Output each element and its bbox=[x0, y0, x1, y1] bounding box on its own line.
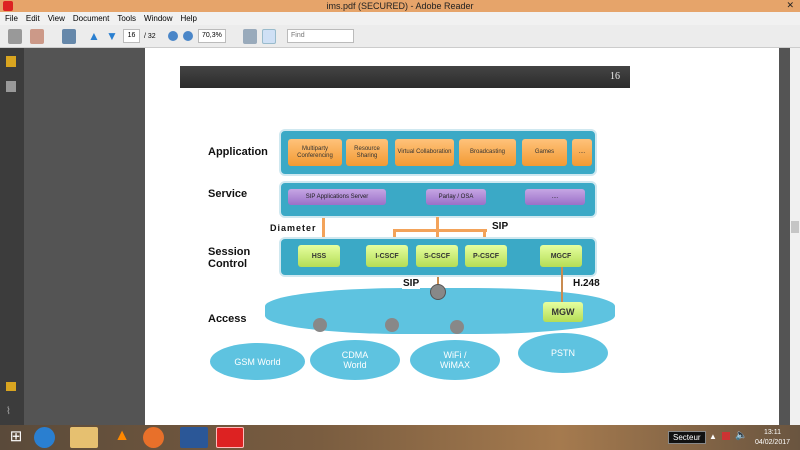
attachment-icon[interactable]: ⌇ bbox=[6, 406, 11, 417]
file-explorer-icon[interactable] bbox=[70, 427, 98, 448]
menu-tools[interactable]: Tools bbox=[117, 14, 137, 23]
fit-width-icon[interactable] bbox=[243, 29, 257, 44]
router-icon bbox=[430, 284, 446, 300]
zoom-out-icon[interactable] bbox=[168, 31, 178, 41]
sip-bottom-label: SIP bbox=[402, 278, 421, 289]
app-virtual-collaboration: Virtual Collaboration bbox=[395, 139, 454, 166]
vlc-icon[interactable]: ▲ bbox=[114, 427, 130, 444]
page-total: / 32 bbox=[144, 33, 156, 40]
zoom-in-icon[interactable] bbox=[183, 31, 193, 41]
network-wifi: WiFi / WiMAX bbox=[410, 340, 500, 380]
page-number-input[interactable]: 16 bbox=[123, 29, 140, 43]
firefox-icon[interactable] bbox=[143, 427, 164, 448]
app-broadcasting: Broadcasting bbox=[459, 139, 516, 166]
find-input[interactable]: Find bbox=[287, 29, 354, 43]
h248-label: H.248 bbox=[572, 278, 601, 289]
volume-icon[interactable]: 🔈 bbox=[735, 430, 748, 441]
sip-access-link bbox=[437, 277, 439, 289]
menu-help[interactable]: Help bbox=[180, 14, 197, 23]
clock[interactable]: 13:11 04/02/2017 bbox=[750, 428, 795, 448]
slide-header: 16 bbox=[180, 66, 630, 88]
app-multiparty-conferencing: Multiparty Conferencing bbox=[288, 139, 342, 166]
sip-top-label: SIP bbox=[492, 221, 509, 232]
print-icon[interactable] bbox=[8, 29, 22, 44]
slide-page-number: 16 bbox=[610, 71, 620, 82]
network-cdma: CDMA World bbox=[310, 340, 400, 380]
menu-edit[interactable]: Edit bbox=[25, 14, 40, 23]
app-more: .... bbox=[572, 139, 592, 166]
lock-icon[interactable] bbox=[6, 56, 16, 67]
next-page-icon[interactable]: ▼ bbox=[106, 29, 118, 43]
menu-file[interactable]: File bbox=[5, 14, 18, 23]
diameter-label: Diameter bbox=[270, 223, 317, 233]
vertical-scrollbar[interactable] bbox=[790, 48, 800, 425]
layer-label-service: Service bbox=[208, 188, 248, 200]
comment-icon[interactable] bbox=[6, 382, 16, 391]
router-icon bbox=[313, 318, 327, 332]
service-more: .... bbox=[525, 189, 585, 205]
sip-link-scscf bbox=[436, 217, 439, 245]
word-icon[interactable] bbox=[180, 427, 208, 448]
node-mgw: MGW bbox=[543, 302, 583, 322]
share-icon[interactable] bbox=[30, 29, 44, 44]
navigation-pane: ⌇ bbox=[0, 48, 24, 425]
window-title: ims.pdf (SECURED) - Adobe Reader bbox=[326, 1, 474, 11]
app-resource-sharing: Resource Sharing bbox=[346, 139, 388, 166]
fit-page-icon[interactable] bbox=[262, 29, 276, 44]
node-pcscf: P-CSCF bbox=[465, 245, 507, 267]
network-gsm-label: GSM World bbox=[234, 356, 281, 367]
app-games: Games bbox=[522, 139, 567, 166]
adobe-reader-icon bbox=[3, 1, 13, 11]
pages-icon[interactable] bbox=[6, 81, 16, 92]
menu-bar: File Edit View Document Tools Window Help bbox=[0, 12, 800, 25]
sip-bus bbox=[393, 229, 487, 232]
collaborate-icon[interactable] bbox=[62, 29, 76, 44]
previous-page-icon[interactable]: ▲ bbox=[88, 29, 100, 43]
clock-time: 13:11 bbox=[764, 429, 781, 436]
close-icon[interactable]: ✕ bbox=[786, 0, 794, 10]
layer-label-access: Access bbox=[208, 313, 247, 325]
scrollbar-thumb[interactable] bbox=[791, 221, 799, 233]
network-gsm: GSM World bbox=[210, 343, 305, 380]
h248-link bbox=[561, 267, 563, 303]
node-hss: HSS bbox=[298, 245, 340, 267]
network-pstn-label: PSTN bbox=[550, 348, 575, 358]
taskbar: ⊞ ▲ Secteur ▲ 🔈 13:11 04/02/2017 bbox=[0, 425, 800, 450]
menu-window[interactable]: Window bbox=[144, 14, 173, 23]
network-icon[interactable] bbox=[722, 432, 730, 440]
clock-date: 04/02/2017 bbox=[754, 439, 791, 446]
network-pstn: PSTN bbox=[518, 333, 608, 373]
layer-label-session: Session Control bbox=[208, 246, 251, 270]
adobe-reader-taskbar-icon[interactable] bbox=[216, 427, 244, 448]
router-icon bbox=[385, 318, 399, 332]
title-bar: ims.pdf (SECURED) - Adobe Reader ✕ bbox=[0, 0, 800, 12]
node-icscf: I-CSCF bbox=[366, 245, 408, 267]
diameter-link bbox=[322, 218, 325, 245]
toolbar: ▲ ▼ 16 / 32 70,3% Find bbox=[0, 25, 800, 48]
zoom-input[interactable]: 70,3% bbox=[198, 29, 226, 43]
layer-label-application: Application bbox=[208, 146, 268, 158]
node-scscf: S-CSCF bbox=[416, 245, 458, 267]
internet-explorer-icon[interactable] bbox=[34, 427, 55, 448]
power-tooltip: Secteur bbox=[668, 431, 706, 444]
network-cdma-label: CDMA World bbox=[341, 350, 369, 370]
service-parlay-osa: Parlay / OSA bbox=[426, 189, 486, 205]
network-wifi-label: WiFi / WiMAX bbox=[440, 350, 470, 370]
menu-document[interactable]: Document bbox=[72, 14, 110, 23]
start-button[interactable]: ⊞ bbox=[9, 428, 23, 445]
show-hidden-icons[interactable]: ▲ bbox=[709, 432, 717, 441]
node-mgcf: MGCF bbox=[540, 245, 582, 267]
menu-view[interactable]: View bbox=[47, 14, 65, 23]
service-sip-as: SIP Applications Server bbox=[288, 189, 386, 205]
router-icon bbox=[450, 320, 464, 334]
